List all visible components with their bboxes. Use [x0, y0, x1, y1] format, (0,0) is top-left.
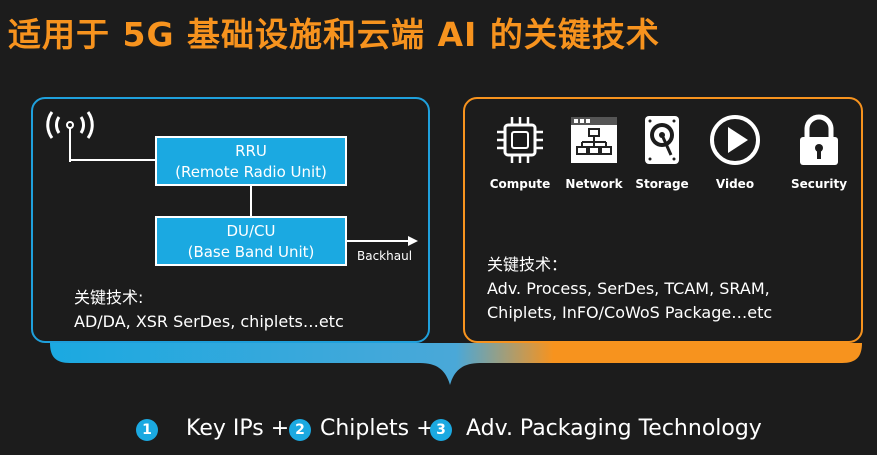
- storage-item: Storage: [627, 113, 697, 191]
- video-item: Video: [700, 113, 770, 191]
- antenna-icon: [46, 111, 94, 162]
- du-title: DU/CU: [226, 222, 276, 240]
- rru-subtitle: (Remote Radio Unit): [175, 163, 327, 181]
- network-icon: [571, 117, 617, 163]
- rru-box: RRU (Remote Radio Unit): [155, 136, 347, 186]
- adv-packaging-text: Adv. Packaging Technology: [466, 416, 762, 441]
- security-icon: [800, 114, 838, 165]
- right-key-tech-line1: Adv. Process, SerDes, TCAM, SRAM,: [487, 279, 770, 298]
- rru-title: RRU: [235, 142, 267, 160]
- number-badge-3: 3: [430, 419, 452, 441]
- chiplets-text: Chiplets +: [320, 416, 435, 441]
- right-key-tech: 关键技术： Adv. Process, SerDes, TCAM, SRAM, …: [487, 253, 772, 325]
- compute-label: Compute: [489, 177, 551, 191]
- left-key-tech-text: AD/DA, XSR SerDes, chiplets…etc: [74, 312, 344, 331]
- security-label: Security: [790, 177, 848, 191]
- cloud-ai-panel: [463, 97, 863, 343]
- storage-icon: [645, 116, 679, 164]
- number-badge-2: 2: [289, 419, 311, 441]
- du-subtitle: (Base Band Unit): [187, 243, 315, 261]
- number-badge-1: 1: [136, 419, 158, 441]
- page-title: 适用于 5G 基础设施和云端 AI 的关键技术: [8, 15, 660, 54]
- right-key-tech-label: 关键技术：: [487, 255, 568, 274]
- left-key-tech-label: 关键技术:: [74, 288, 144, 307]
- video-icon: [710, 115, 760, 165]
- network-item: Network: [559, 113, 629, 191]
- compute-icon: [497, 117, 543, 163]
- gradient-brace: [50, 343, 862, 385]
- right-key-tech-line2: Chiplets, InFO/CoWoS Package…etc: [487, 303, 773, 322]
- du-cu-box: DU/CU (Base Band Unit): [155, 216, 347, 266]
- key-ips-text: Key IPs +: [186, 416, 290, 441]
- 5g-infrastructure-panel: [31, 97, 430, 343]
- compute-item: Compute: [485, 113, 555, 191]
- security-item: Security: [784, 113, 854, 191]
- left-key-tech: 关键技术: AD/DA, XSR SerDes, chiplets…etc: [74, 286, 344, 334]
- network-label: Network: [565, 177, 623, 191]
- video-label: Video: [715, 177, 755, 191]
- storage-label: Storage: [635, 177, 689, 191]
- backhaul-label: Backhaul: [357, 249, 413, 263]
